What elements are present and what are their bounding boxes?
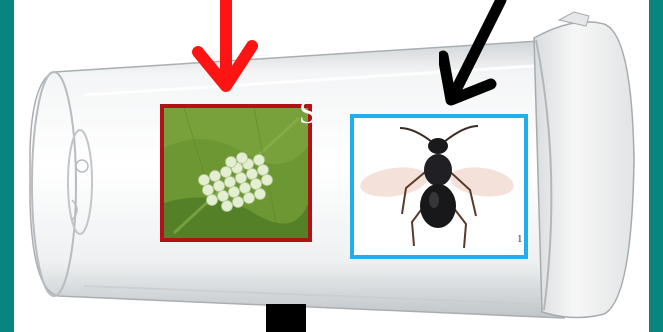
wasp-image — [354, 118, 524, 255]
parasitoid-wasp-photo — [350, 114, 528, 259]
overlay-letter: S — [299, 96, 317, 128]
leaf-with-eggs-image — [164, 108, 308, 238]
vial-cap — [534, 22, 634, 318]
bottom-black-mark — [266, 304, 306, 332]
vial-illustration — [14, 0, 649, 332]
photo-corner-mark: 1 — [517, 233, 523, 245]
illustration-panel: S 1 — [14, 0, 649, 332]
red-arrow-icon — [190, 0, 260, 96]
stink-bug-eggs-photo — [160, 104, 312, 242]
black-arrow-icon — [439, 0, 509, 112]
